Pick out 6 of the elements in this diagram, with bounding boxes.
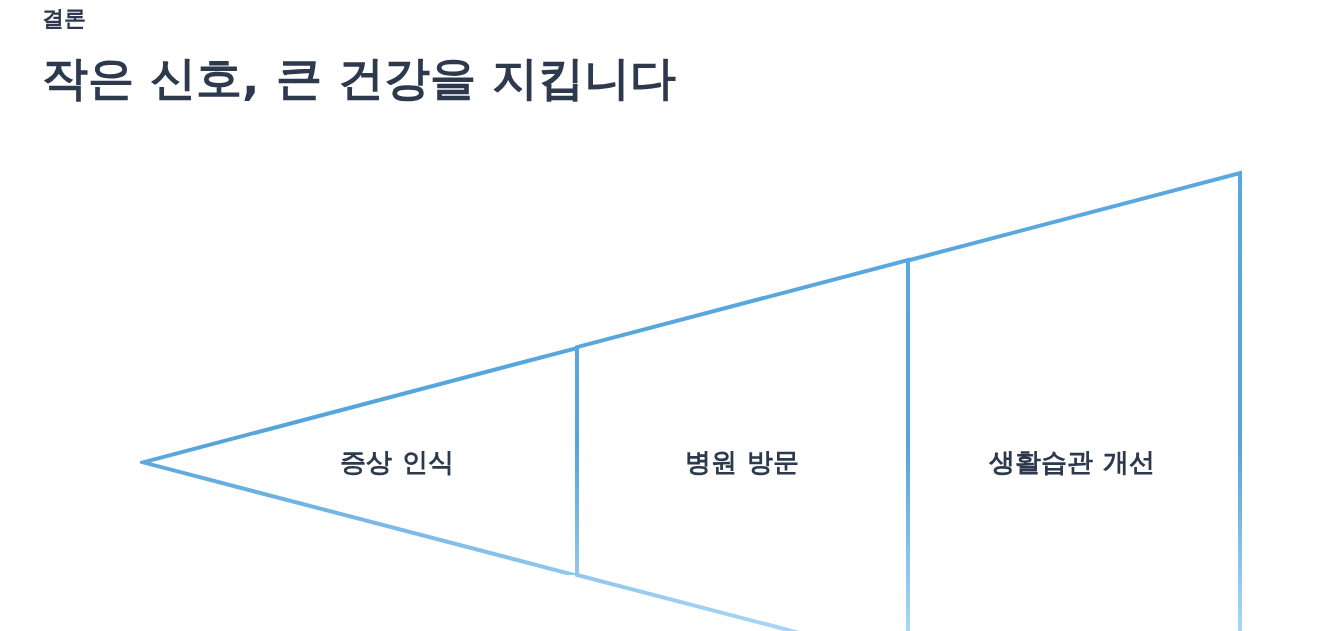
segment-label: 생활습관 개선 [989, 445, 1155, 479]
segment-label: 증상 인식 [340, 445, 454, 479]
segment-label: 병원 방문 [685, 445, 799, 479]
slide-title: 작은 신호, 큰 건강을 지킵니다 [42, 50, 676, 107]
section-kicker: 결론 [42, 5, 86, 33]
funnel-segment [905, 170, 1243, 631]
